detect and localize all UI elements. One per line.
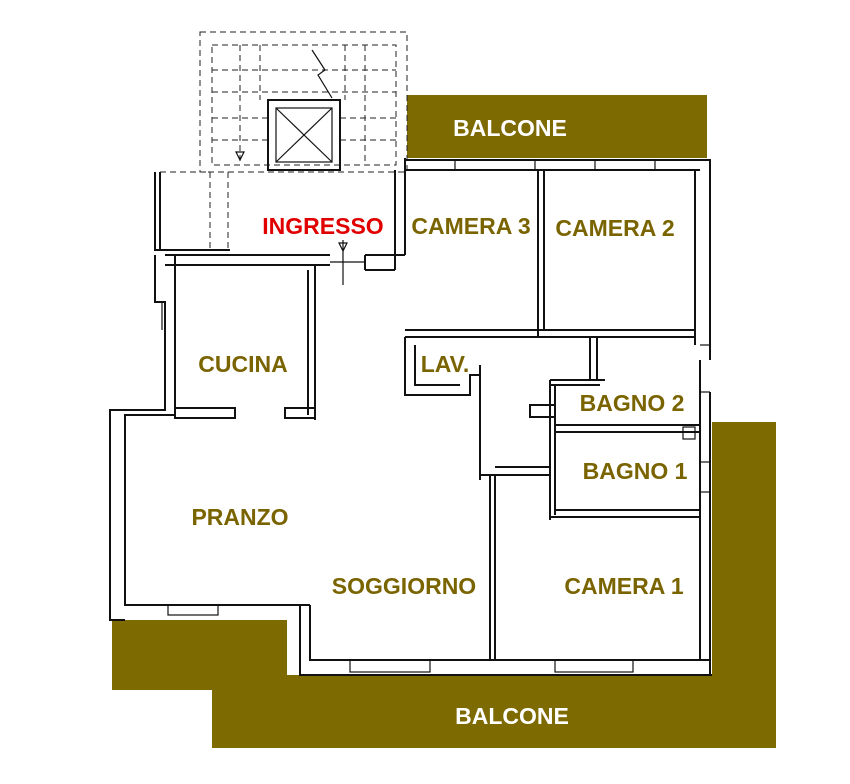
room-label-ingresso: INGRESSO (262, 213, 383, 239)
balcony-bottom-area (112, 422, 776, 748)
balcony-top-label: BALCONE (453, 115, 567, 141)
elevator-shaft (267, 99, 341, 171)
room-label-camera2: CAMERA 2 (555, 215, 674, 241)
exterior-walls (109, 158, 712, 676)
room-label-soggiorno: SOGGIORNO (332, 573, 476, 599)
interior-walls (161, 170, 711, 660)
room-label-camera1: CAMERA 1 (564, 573, 683, 599)
entrance-door (330, 240, 365, 285)
balcony-top-area (407, 95, 707, 158)
balcony-bottom-label: BALCONE (455, 703, 569, 729)
room-label-cucina: CUCINA (198, 351, 287, 377)
room-label-bagno2: BAGNO 2 (580, 390, 685, 416)
room-label-bagno1: BAGNO 1 (583, 458, 688, 484)
room-label-pranzo: PRANZO (191, 504, 288, 530)
room-label-lav: LAV. (421, 351, 470, 377)
stairwell (160, 31, 408, 250)
room-label-camera3: CAMERA 3 (411, 213, 530, 239)
